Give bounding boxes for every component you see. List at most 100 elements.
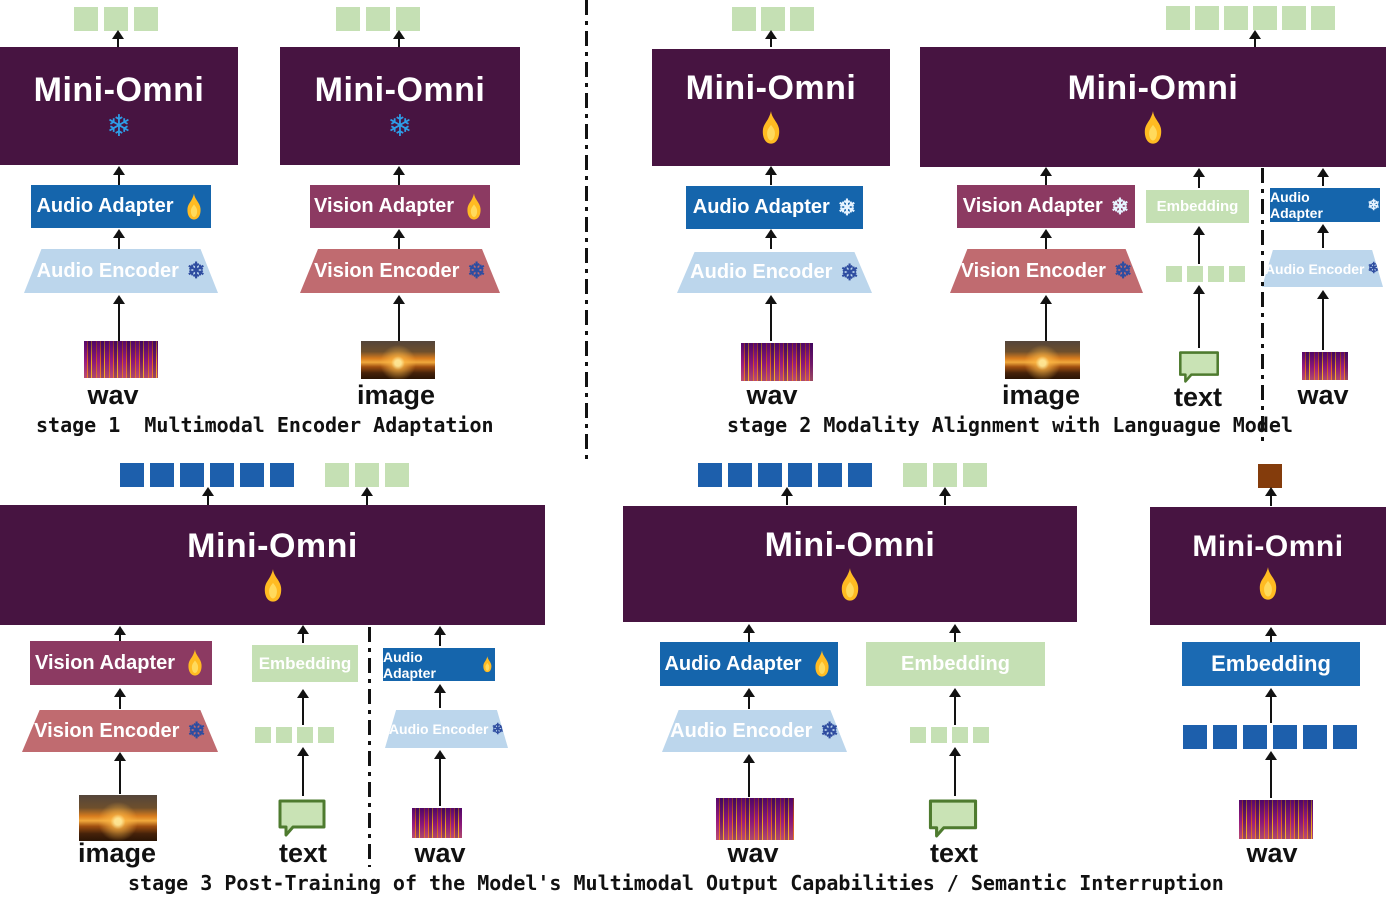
arrow-up (392, 229, 406, 249)
vision-encoder-label: Vision Encoder (960, 259, 1106, 282)
stage1-caption: stage 1 Multimodal Encoder Adaptation (36, 413, 494, 437)
flame-icon (1144, 110, 1162, 144)
arrow-up (948, 624, 962, 642)
arrow-up (392, 30, 406, 47)
sunset-image (1005, 341, 1080, 379)
speech-bubble-icon (1179, 351, 1219, 383)
token-row (1183, 725, 1357, 749)
audio-encoder-label: Audio Encoder (670, 719, 813, 742)
audio-encoder-trapezoid: Audio Encoder ❄ (385, 710, 508, 748)
audio-adapter-box: Audio Adapter (660, 642, 838, 686)
arrow-up (764, 30, 778, 47)
audio-adapter-box: Audio Adapter ❄ (686, 186, 863, 229)
mini-omni-frozen-box: Mini-Omni ❄ (0, 47, 238, 165)
model-title: Mini-Omni (685, 69, 857, 107)
snowflake-icon: ❄ (387, 109, 413, 143)
snowflake-icon: ❄ (467, 258, 486, 283)
model-title: Mini-Omni (1067, 68, 1239, 107)
audio-adapter-label: Audio Adapter (664, 652, 802, 675)
image-label: image (77, 838, 157, 868)
token-row (325, 463, 409, 487)
token-row (120, 463, 294, 487)
flame-icon (1259, 567, 1277, 600)
arrow-up (1039, 229, 1053, 249)
audio-adapter-label: Audio Adapter (1270, 189, 1323, 221)
arrow-up (1192, 226, 1206, 264)
token-row (1166, 6, 1335, 30)
mini-omni-frozen-box: Mini-Omni ❄ (280, 47, 520, 165)
arrow-up (112, 229, 126, 249)
spectrogram-image (1302, 352, 1348, 380)
arrow-up (1039, 295, 1053, 341)
audio-encoder-trapezoid: Audio Encoder ❄ (24, 249, 218, 293)
snowflake-icon: ❄ (820, 718, 839, 743)
arrow-up (742, 754, 756, 797)
arrow-up (201, 487, 215, 505)
arrow-up (433, 750, 447, 806)
snowflake-icon: ❄ (106, 109, 132, 143)
token-row (732, 7, 814, 31)
mini-omni-trainable-box: Mini-Omni (652, 49, 890, 166)
column-divider-line (1261, 168, 1264, 446)
arrow-up (433, 684, 447, 708)
snowflake-icon: ❄ (840, 259, 859, 285)
snowflake-icon: ❄ (186, 258, 206, 283)
arrow-up (1316, 224, 1330, 248)
flame-icon (814, 650, 829, 677)
token-row (255, 727, 334, 743)
flame-icon (467, 193, 481, 219)
audio-adapter-box: Audio Adapter ❄ (1270, 188, 1380, 222)
arrow-up (948, 688, 962, 725)
arrow-up (296, 689, 310, 725)
model-title: Mini-Omni (33, 70, 205, 109)
model-title: Mini-Omni (764, 525, 936, 564)
arrow-up (948, 747, 962, 796)
snowflake-icon: ❄ (1113, 258, 1133, 283)
audio-adapter-label: Audio Adapter (383, 648, 436, 681)
speech-bubble-icon (928, 799, 978, 838)
arrow-up (296, 625, 310, 643)
token-row (910, 727, 989, 743)
arrow-up (113, 752, 127, 794)
column-divider-line (368, 627, 371, 867)
arrow-up (1192, 285, 1206, 348)
audio-adapter-label: Audio Adapter (692, 196, 830, 218)
arrow-up (112, 166, 126, 185)
text-label: text (929, 838, 979, 868)
embedding-box: Embedding (1182, 642, 1360, 686)
arrow-up (938, 487, 952, 505)
image-label: image (356, 380, 436, 410)
audio-adapter-box: Audio Adapter (383, 648, 495, 681)
arrow-up (392, 295, 406, 341)
snowflake-icon: ❄ (491, 720, 505, 738)
arrow-up (111, 30, 125, 47)
vision-adapter-box: Vision Adapter ❄ (957, 185, 1135, 228)
audio-encoder-label: Audio Encoder (1264, 260, 1365, 277)
vision-adapter-label: Vision Adapter (962, 195, 1103, 217)
arrow-up (1316, 290, 1330, 350)
snowflake-icon: ❄ (1110, 193, 1130, 219)
arrow-up (392, 166, 406, 185)
snowflake-icon: ❄ (1367, 260, 1381, 277)
arrow-up (764, 295, 778, 341)
snowflake-icon: ❄ (187, 718, 206, 743)
token-row (698, 463, 872, 487)
vision-adapter-label: Vision Adapter (313, 195, 455, 217)
token-row (74, 7, 158, 31)
embedding-label: Embedding (1211, 651, 1331, 676)
audio-encoder-label: Audio Encoder (36, 259, 179, 282)
vision-encoder-label: Vision Encoder (314, 259, 460, 282)
snowflake-icon: ❄ (1367, 196, 1380, 214)
token-row (1166, 266, 1245, 282)
spectrogram-image (741, 343, 813, 381)
text-label: text (278, 838, 328, 868)
stage-divider-line (585, 0, 588, 462)
wav-label: wav (414, 838, 466, 868)
arrow-up (1264, 487, 1278, 506)
arrow-up (764, 166, 778, 185)
embedding-label: Embedding (1156, 198, 1239, 215)
token-row (1258, 464, 1282, 488)
stage3-caption: stage 3 Post-Training of the Model's Mul… (128, 871, 1224, 895)
speech-bubble-icon (278, 799, 326, 837)
